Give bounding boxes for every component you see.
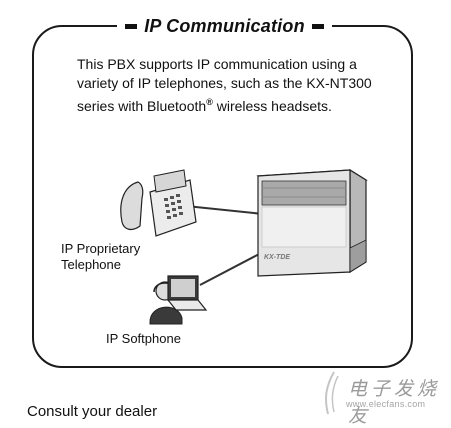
ip-telephone-label-line2: Telephone: [61, 257, 121, 272]
softphone-connection-line: [199, 251, 264, 286]
watermark: 电子发烧友 www.elecfans.com: [318, 368, 448, 427]
ip-telephone-label: IP Proprietary Telephone: [61, 241, 161, 273]
pbx-unit-icon: KX-TDE: [256, 168, 368, 277]
description-text: This PBX supports IP communication using…: [77, 56, 372, 114]
softphone-user-icon: [149, 275, 208, 325]
panel-title: IP Communication: [144, 15, 305, 36]
softphone-label: IP Softphone: [106, 331, 181, 346]
panel-description: This PBX supports IP communication using…: [77, 55, 387, 116]
pbx-brand-label: KX-TDE: [264, 254, 290, 261]
title-left-bar: [125, 23, 138, 29]
ip-telephone-label-line1: IP Proprietary: [61, 241, 141, 256]
footer-note: Consult your dealer: [27, 403, 158, 420]
watermark-url: www.elecfans.com: [346, 399, 426, 409]
watermark-brand: 电子发烧友: [348, 379, 441, 427]
title-right-bar: [311, 23, 324, 29]
description-text-end: wireless headsets.: [212, 98, 332, 114]
watermark-logo-icon: [325, 371, 339, 415]
registered-mark: ®: [206, 97, 213, 107]
panel-title-banner: IP Communication: [117, 14, 332, 38]
phone-connection-line: [185, 205, 264, 215]
ip-telephone-icon: [120, 169, 197, 237]
